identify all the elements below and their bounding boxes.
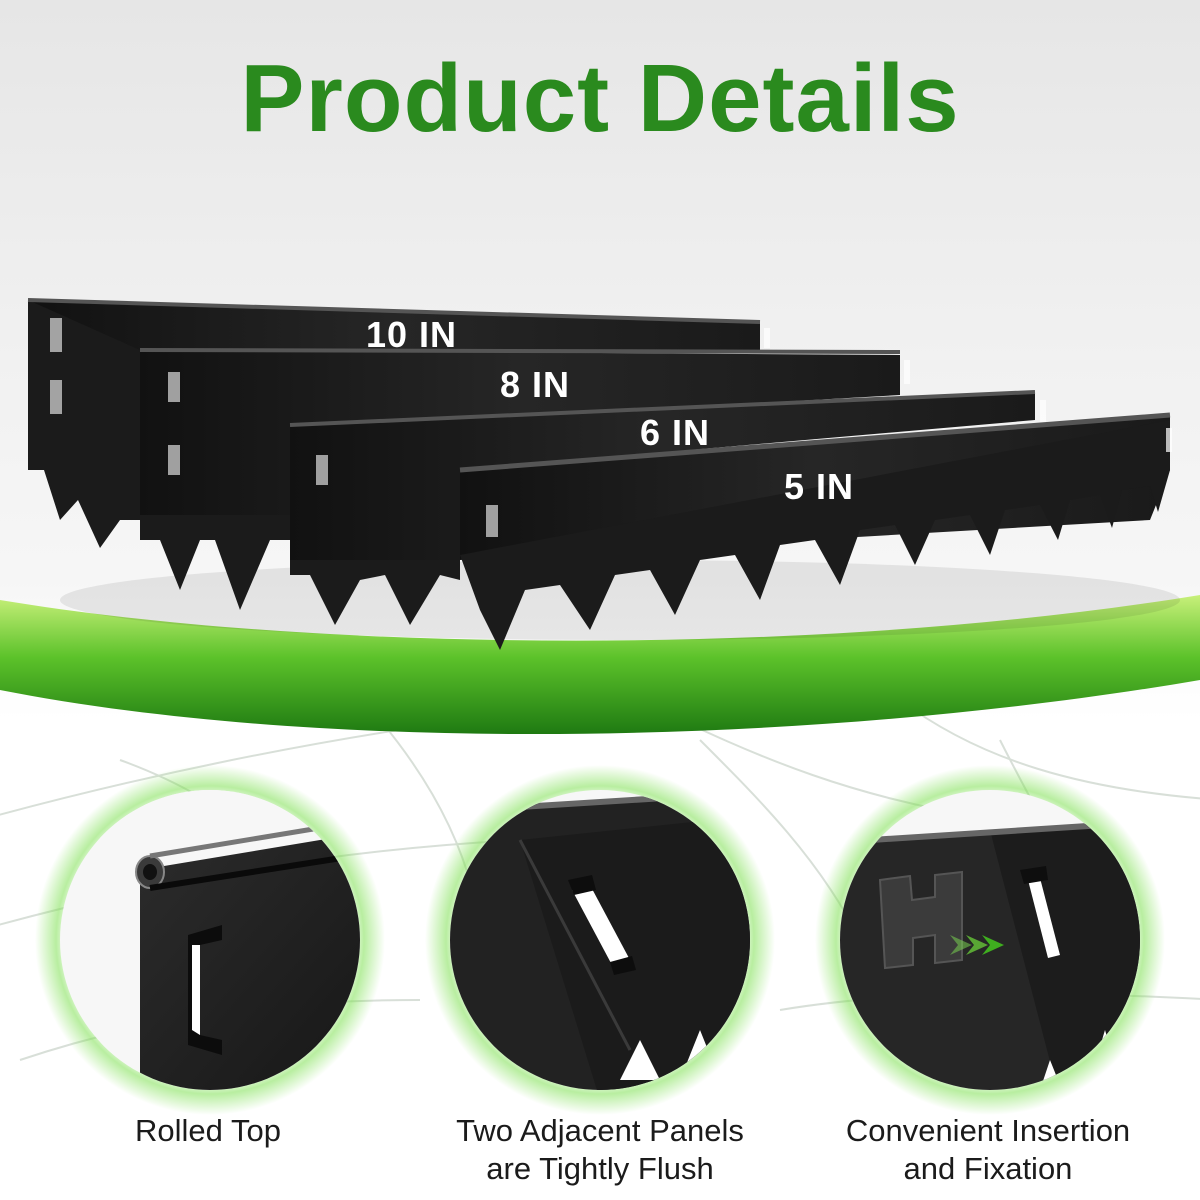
caption-flush-panels-line2: are Tightly Flush bbox=[486, 1151, 714, 1186]
green-wave-band bbox=[0, 595, 1200, 735]
detail-rolled-top-image bbox=[35, 765, 385, 1115]
panel-6in bbox=[289, 390, 1046, 625]
caption-insertion-line2: and Fixation bbox=[903, 1151, 1073, 1186]
detail-insertion-image bbox=[815, 765, 1165, 1115]
panel-label-6in: 6 IN bbox=[640, 412, 711, 453]
caption-flush-panels-line1: Two Adjacent Panels bbox=[456, 1113, 744, 1148]
panel-label-5in: 5 IN bbox=[784, 466, 855, 507]
panel-5in bbox=[459, 412, 1172, 650]
panel-10in bbox=[27, 298, 770, 548]
panel-label-10in: 10 IN bbox=[366, 314, 458, 355]
caption-flush-panels: Two Adjacent Panels are Tightly Flush bbox=[420, 1112, 780, 1188]
panel-8in bbox=[139, 348, 910, 610]
caption-insertion-line1: Convenient Insertion bbox=[845, 1113, 1131, 1148]
panel-label-8in: 8 IN bbox=[500, 364, 571, 405]
insertion-arrow-icon bbox=[950, 935, 1004, 955]
page-title: Product Details bbox=[240, 45, 960, 152]
detail-flush-panels-image bbox=[425, 765, 775, 1115]
caption-insertion: Convenient Insertion and Fixation bbox=[808, 1112, 1168, 1188]
caption-rolled-top: Rolled Top bbox=[28, 1112, 388, 1150]
caption-rolled-top-line1: Rolled Top bbox=[135, 1113, 281, 1148]
